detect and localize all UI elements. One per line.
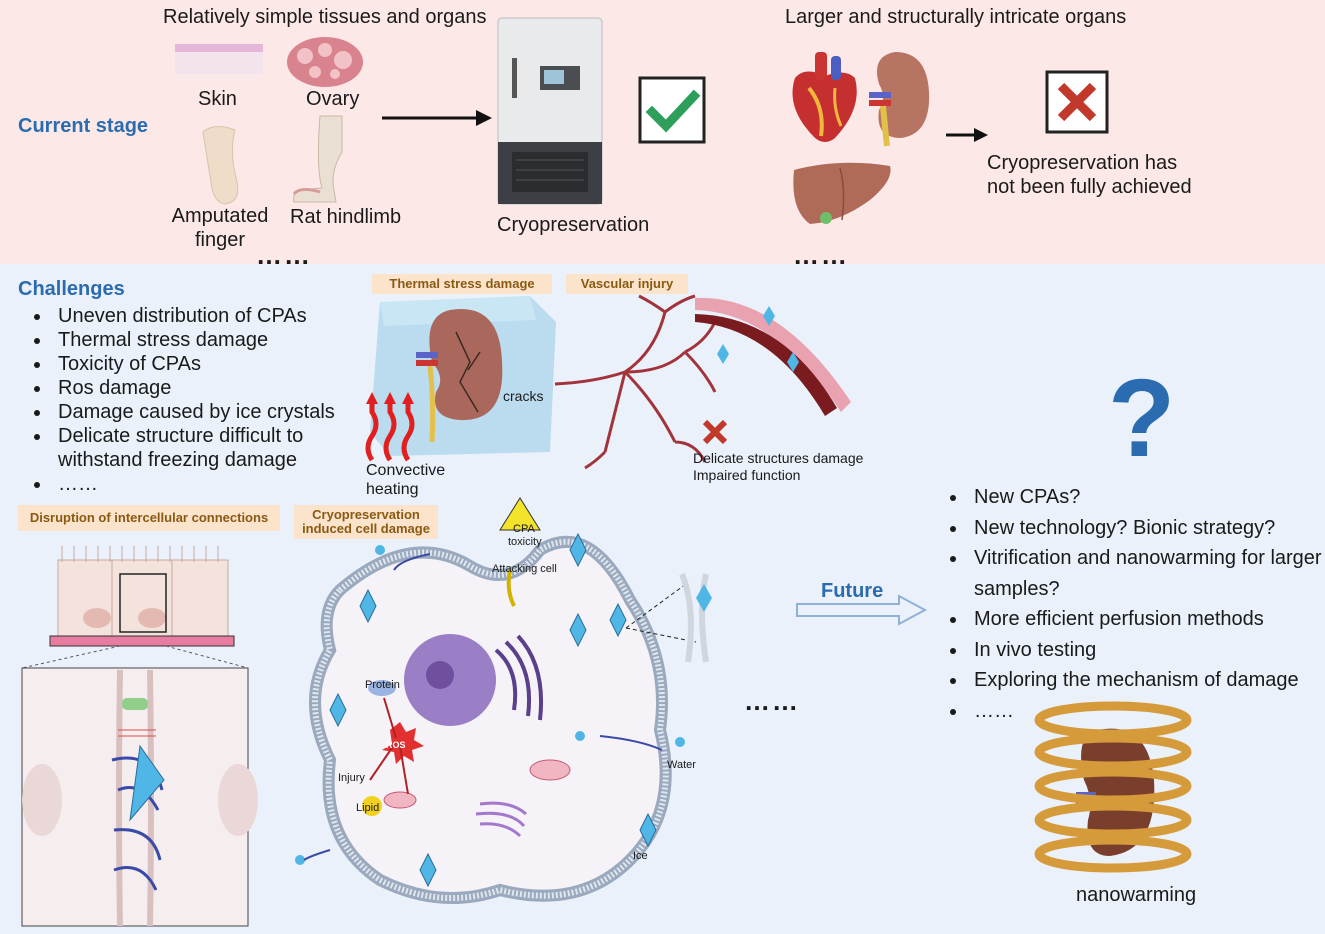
cpa-toxicity-line-2: toxicity xyxy=(508,536,542,548)
ice-block-kidney-icon xyxy=(370,296,556,456)
nanowarming-label: nanowarming xyxy=(1076,884,1197,906)
skin-icon xyxy=(175,44,263,80)
complex-organs-ellipsis: …… xyxy=(793,240,849,270)
intercellular-junction-icon xyxy=(21,546,258,927)
cell-damage-tag: Cryopreservation induced cell damage xyxy=(294,505,438,539)
future-item: New CPAs? xyxy=(968,482,1325,513)
middle-ellipsis: …… xyxy=(744,686,800,716)
vascular-line-1: Delicate structures damage xyxy=(693,450,864,466)
challenge-item: Damage caused by ice crystals xyxy=(52,400,372,424)
heat-waves-icon xyxy=(365,392,415,462)
rat-hindlimb-label: Rat hindlimb xyxy=(290,206,402,228)
cpa-toxicity-line-1: CPA xyxy=(513,523,535,535)
question-mark-icon: ? xyxy=(1108,357,1176,480)
heating-line-2: heating xyxy=(366,481,419,498)
result-line-1: Cryopreservation has xyxy=(987,152,1178,174)
heart-icon xyxy=(792,52,857,142)
lipid-label: Lipid xyxy=(356,802,380,814)
injury-label: Injury xyxy=(338,772,365,784)
ros-label: ROS xyxy=(386,740,406,750)
liver-icon xyxy=(793,162,891,224)
simple-tissues-ellipsis: …… xyxy=(256,240,312,270)
future-item: In vivo testing xyxy=(968,635,1325,666)
vascular-injury-tag: Vascular injury xyxy=(566,274,688,294)
nanowarming-coil-icon xyxy=(1034,701,1192,873)
intercellular-tag: Disruption of intercellular connections xyxy=(18,505,280,531)
challenges-label: Challenges xyxy=(18,278,125,300)
challenge-item: Thermal stress damage xyxy=(52,328,372,352)
rat-hindlimb-icon xyxy=(292,115,343,203)
ovary-label: Ovary xyxy=(306,88,360,110)
vascular-line-2: Impaired function xyxy=(693,467,801,483)
challenge-item: Delicate structure difficult to withstan… xyxy=(52,424,372,472)
future-list: New CPAs? New technology? Bionic strateg… xyxy=(946,482,1325,726)
future-label: Future xyxy=(821,580,884,602)
freezer-caption: Cryopreservation xyxy=(497,214,650,236)
simple-tissues-heading: Relatively simple tissues and organs xyxy=(163,6,487,28)
result-line-2: not been fully achieved xyxy=(987,176,1192,198)
arrow-to-freezer-icon xyxy=(382,110,492,126)
skin-label: Skin xyxy=(198,88,237,110)
challenge-item: Ros damage xyxy=(52,376,372,400)
check-mark-icon xyxy=(638,76,706,144)
cell-damage-tag-line-2: induced cell damage xyxy=(302,521,430,536)
ovary-icon xyxy=(287,37,363,87)
ice-label: Ice xyxy=(633,850,648,862)
challenges-list: Uneven distribution of CPAs Thermal stre… xyxy=(30,304,372,496)
finger-label: Amputated finger xyxy=(171,205,269,251)
complex-organs-heading: Larger and structurally intricate organs xyxy=(785,6,1127,28)
protein-label: Protein xyxy=(365,679,400,691)
future-item: New technology? Bionic strategy? xyxy=(968,513,1325,544)
vascular-tree-icon xyxy=(554,294,851,470)
future-item: More efficient perfusion methods xyxy=(968,604,1325,635)
future-item: …… xyxy=(968,696,1325,727)
attacking-cell-label: Attacking cell xyxy=(492,563,557,575)
cell-icon xyxy=(295,497,685,904)
cell-damage-tag-line-1: Cryopreservation xyxy=(312,507,420,522)
arrow-to-result-icon xyxy=(946,128,988,142)
membrane-zoom-icon xyxy=(625,572,712,663)
cross-mark-icon xyxy=(1045,70,1109,134)
future-item: Exploring the mechanism of damage xyxy=(968,665,1325,696)
heating-line-1: Convective xyxy=(366,462,446,479)
cracks-label: cracks xyxy=(503,388,544,404)
future-item: Vitrification and nanowarming for larger… xyxy=(968,543,1325,604)
current-stage-label: Current stage xyxy=(18,115,149,137)
freezer-icon xyxy=(497,17,603,205)
challenge-item: Toxicity of CPAs xyxy=(52,352,372,376)
thermal-stress-tag: Thermal stress damage xyxy=(372,274,552,294)
kidney-icon xyxy=(869,52,930,147)
future-arrow-icon xyxy=(796,594,928,626)
challenge-item: …… xyxy=(52,472,372,496)
challenge-item: Uneven distribution of CPAs xyxy=(52,304,372,328)
finger-icon xyxy=(202,126,239,205)
water-label: Water xyxy=(667,759,696,771)
